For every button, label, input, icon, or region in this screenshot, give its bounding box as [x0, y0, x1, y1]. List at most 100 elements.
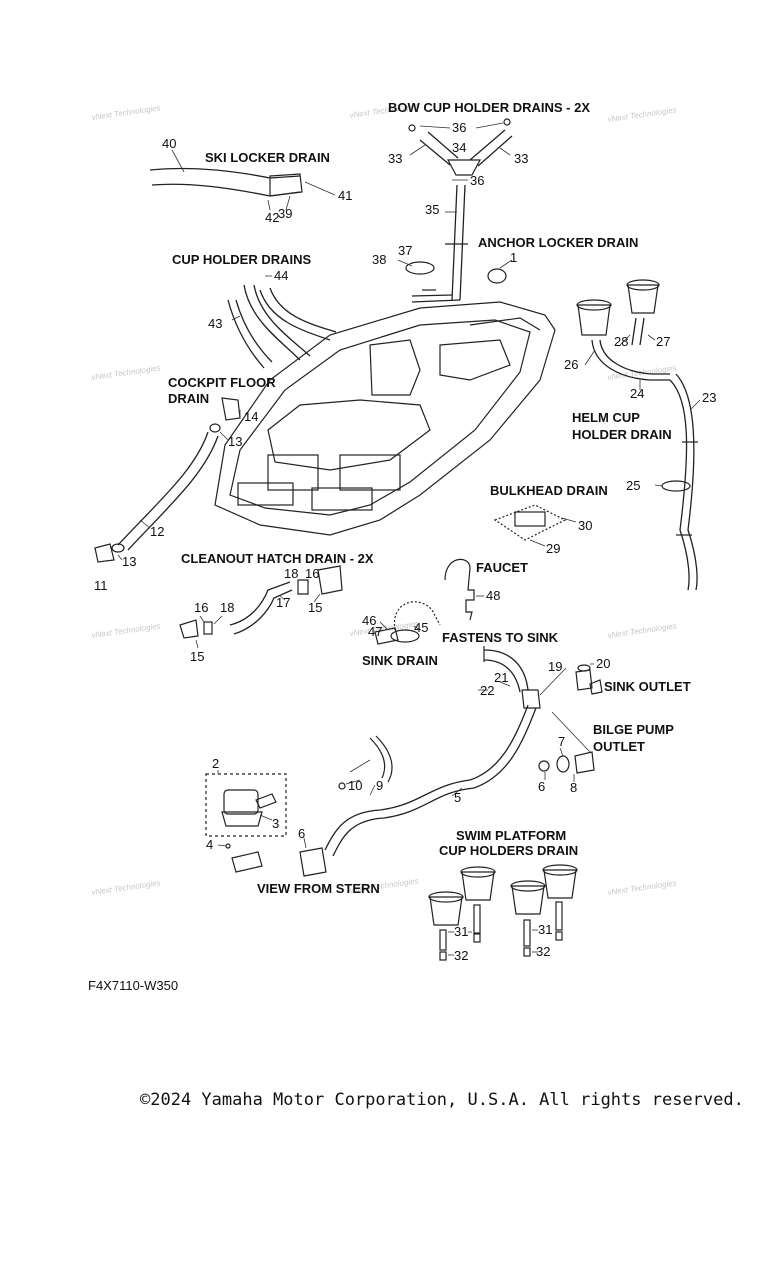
bow-cup-holder-drains-label: BOW CUP HOLDER DRAINS - 2X	[388, 100, 590, 115]
callout-22: 22	[480, 683, 494, 698]
cup-holder-rim	[576, 299, 612, 311]
bulkhead-fitting	[514, 511, 546, 527]
watermark: vNext Technologies	[91, 878, 161, 897]
callout-34: 34	[452, 140, 466, 155]
fitting-39	[269, 173, 303, 197]
clamp-25	[661, 480, 691, 492]
sink-drain-group: SINK DRAIN 46 47 45	[362, 601, 441, 668]
callout-42: 42	[265, 210, 279, 225]
hose	[243, 284, 311, 361]
bow-rail	[469, 317, 541, 331]
y-fitting	[447, 159, 481, 176]
drain-fitting-14	[221, 397, 241, 421]
hose-right	[469, 129, 513, 167]
hose-35	[451, 184, 466, 301]
helm-cup-holder-drain-label-1: HELM CUP	[572, 410, 640, 425]
fitting-11	[94, 543, 115, 563]
drain-tube-31	[473, 904, 481, 934]
fitting	[503, 118, 511, 126]
drain-tube-31	[439, 929, 447, 951]
screw-10	[338, 782, 346, 790]
callout-30: 30	[578, 518, 592, 533]
callout-39: 39	[278, 206, 292, 221]
pump-strainer	[231, 851, 263, 873]
bilge-hose-group: 10 9 5	[324, 704, 537, 857]
callout-33: 33	[388, 151, 402, 166]
nut-6	[538, 760, 550, 772]
callout-20: 20	[596, 656, 610, 671]
callout-25: 25	[626, 478, 640, 493]
cup-holder-rim	[626, 279, 660, 291]
callout-13: 13	[228, 434, 242, 449]
hose-elbow	[411, 294, 461, 303]
fastens-to-sink-label: FASTENS TO SINK	[442, 630, 559, 645]
watermark: vNext Technologies	[91, 103, 161, 122]
callout-24: 24	[630, 386, 644, 401]
callout-21: 21	[494, 670, 508, 685]
bilge-pump-group: 2 3 4 6 VIEW FROM STERN	[205, 756, 380, 896]
fitting	[408, 124, 416, 132]
cleanout-hatch-drain-label: CLEANOUT HATCH DRAIN - 2X	[181, 551, 374, 566]
hose	[259, 287, 337, 341]
anchor-drain-fitting	[487, 268, 507, 284]
hose-27	[631, 317, 645, 346]
cup-holder	[461, 871, 495, 901]
callout-11: 11	[94, 578, 108, 593]
seat	[339, 454, 401, 491]
watermark: vNext Technologies	[607, 621, 677, 640]
ski-locker-drain-group: SKI LOCKER DRAIN 40 42 39 41	[149, 136, 352, 225]
washer-18	[203, 621, 213, 635]
clamp-37	[405, 261, 435, 275]
callout-38: 38	[372, 252, 386, 267]
hose-23	[669, 373, 698, 591]
callout-4: 4	[206, 837, 213, 852]
callout-26: 26	[564, 357, 578, 372]
callout-13: 13	[122, 554, 136, 569]
swim-platform-group: SWIM PLATFORM CUP HOLDERS DRAIN 31 32 31…	[428, 828, 578, 963]
callout-6: 6	[298, 826, 305, 841]
swim-platform-label-2: CUP HOLDERS DRAIN	[439, 843, 578, 858]
callout-32: 32	[536, 944, 550, 959]
callout-27: 27	[656, 334, 670, 349]
y-connector-19	[521, 689, 541, 709]
callout-15: 15	[308, 600, 322, 615]
callout-28: 28	[614, 334, 628, 349]
callout-23: 23	[702, 390, 716, 405]
sink-drain-label: SINK DRAIN	[362, 653, 438, 668]
deck-outline	[229, 319, 531, 516]
cockpit-floor-drain-label-2: DRAIN	[168, 391, 209, 406]
cup-holder	[429, 896, 463, 926]
bulkhead-plate	[493, 504, 567, 541]
hull-outline	[214, 301, 556, 536]
cup-holder	[511, 885, 545, 915]
bilge-pump-outlet-label-1: BILGE PUMP	[593, 722, 674, 737]
drain-tube-31	[555, 901, 563, 931]
callout-18: 18	[220, 600, 234, 615]
callout-29: 29	[546, 541, 560, 556]
cup-holder	[543, 869, 577, 899]
anchor-locker-drain-group: ANCHOR LOCKER DRAIN 1	[478, 235, 638, 284]
callout-43: 43	[208, 316, 222, 331]
callout-15: 15	[190, 649, 204, 664]
washer-7	[556, 755, 570, 773]
clip-9	[369, 737, 386, 779]
callout-31: 31	[538, 922, 552, 937]
ski-locker-drain-label: SKI LOCKER DRAIN	[205, 150, 330, 165]
callout-14: 14	[244, 409, 258, 424]
cup-holder-rim	[460, 866, 496, 878]
bow-seating	[439, 339, 511, 381]
cup-holder	[627, 284, 659, 314]
hose-43	[227, 299, 273, 369]
anchor-locker-drain-label: ANCHOR LOCKER DRAIN	[478, 235, 638, 250]
bow-cup-holder-drains-group: BOW CUP HOLDER DRAINS - 2X 36 33 34 33 3…	[372, 100, 590, 303]
hose-12	[117, 431, 219, 551]
callout-33: 33	[514, 151, 528, 166]
callout-9: 9	[376, 778, 383, 793]
cup-holder-rim	[542, 864, 578, 876]
watermark: vNext Technologies	[91, 621, 161, 640]
callout-32: 32	[454, 948, 468, 963]
callout-36: 36	[470, 173, 484, 188]
chain	[393, 601, 441, 631]
fitting-16	[179, 619, 199, 639]
